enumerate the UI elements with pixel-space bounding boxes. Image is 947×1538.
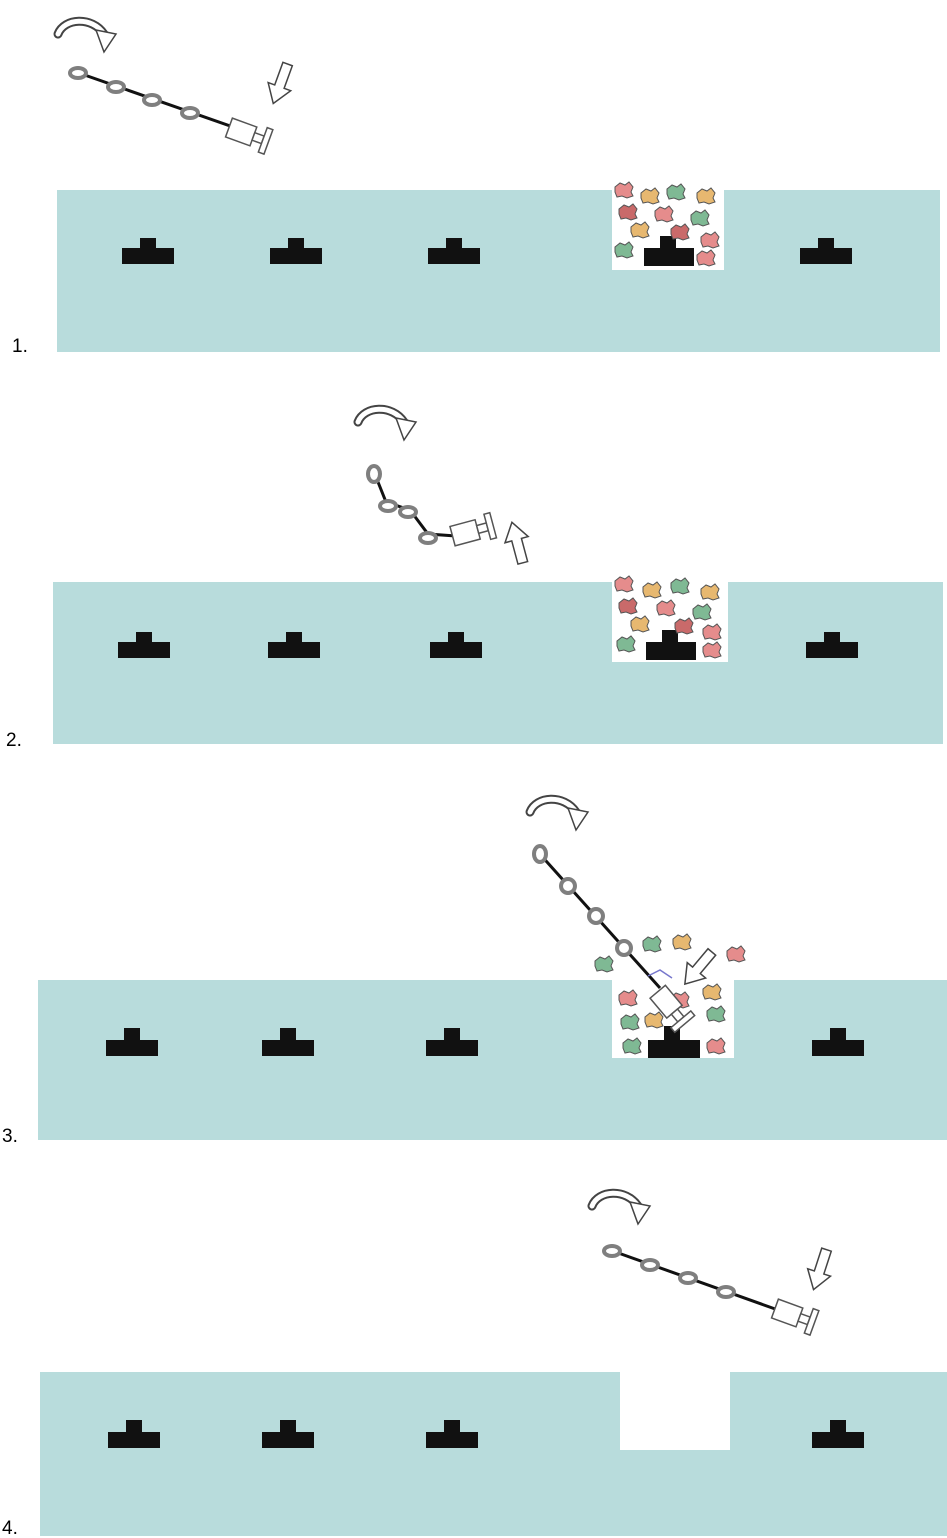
- feature-row: [108, 1420, 864, 1448]
- rotate-arrow-icon: [592, 1193, 650, 1224]
- panel-3: 3.: [2, 799, 947, 1147]
- substrate-band: [40, 1372, 947, 1536]
- direction-arrow-icon: [499, 518, 536, 567]
- chain-tool-icon: [602, 1244, 820, 1337]
- step-label: 1.: [12, 336, 28, 357]
- substrate-band: [53, 582, 943, 744]
- step-label: 3.: [2, 1126, 18, 1147]
- panel-4: 4.: [2, 1193, 947, 1538]
- feature-row: [106, 1026, 864, 1058]
- chain-tool-icon: [532, 844, 696, 1034]
- panel-1: 1.: [12, 21, 940, 357]
- feature-row: [118, 630, 858, 660]
- substrate-band: [38, 980, 947, 1140]
- step-label: 4.: [2, 1518, 18, 1538]
- rotate-arrow-icon: [58, 21, 116, 52]
- chain-tool-icon: [68, 66, 274, 156]
- chain-tool-icon: [366, 464, 498, 547]
- step-label: 2.: [6, 730, 22, 751]
- feature-row: [122, 236, 852, 266]
- direction-arrow-icon: [261, 59, 300, 109]
- substrate-band: [57, 190, 940, 352]
- rotate-arrow-icon: [358, 409, 416, 440]
- panel-2: 2.: [6, 409, 943, 751]
- removed-feature-gap: [620, 1368, 730, 1450]
- direction-arrow-icon: [801, 1245, 839, 1295]
- rotate-arrow-icon: [530, 799, 588, 830]
